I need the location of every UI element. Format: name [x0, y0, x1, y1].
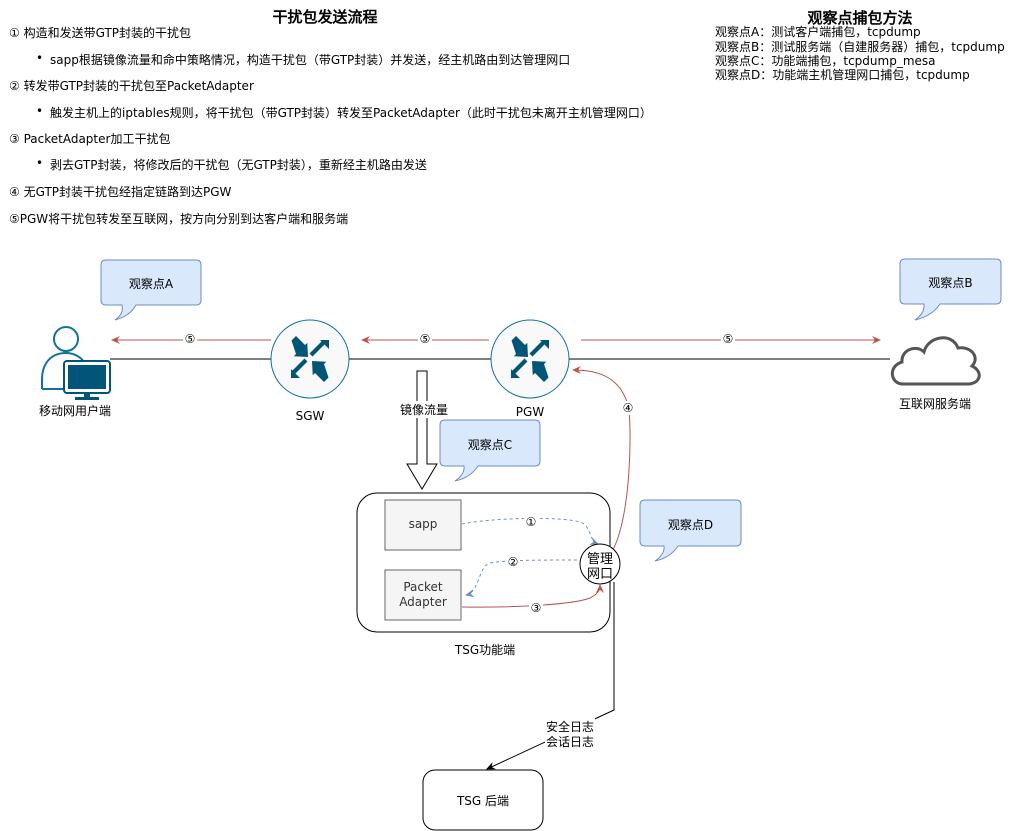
callout-a-shape — [100, 259, 202, 321]
packet-adapter-box — [384, 569, 462, 621]
sgw-label: SGW — [295, 409, 325, 423]
flow-step-2: ② 转发带GTP封装的干扰包至PacketAdapter — [9, 79, 254, 93]
flow5-label-mid: ⑤ — [418, 332, 432, 346]
user-label: 移动网用户端 — [38, 404, 111, 418]
flow-step-2-detail: 触发主机上的iptables规则，将干扰包（带GTP封装）转发至PacketAd… — [36, 104, 652, 121]
sapp-label: sapp — [408, 517, 438, 531]
backend-label: TSG 后端 — [456, 794, 510, 808]
capture-line-b: 观察点B：测试服务端（自建服务器）捕包，tcpdump — [715, 40, 1005, 54]
flow1-dashed — [461, 517, 599, 545]
sgw-router-icon — [270, 319, 350, 399]
mirror-label: 镜像流量 — [399, 401, 449, 418]
flow2-label: ② — [506, 555, 520, 569]
flow4-label: ④ — [621, 401, 635, 415]
flow2-dashed — [465, 559, 584, 598]
flow3-label: ③ — [529, 601, 543, 615]
tsg-label: TSG功能端 — [454, 643, 516, 657]
sapp-box — [384, 499, 462, 551]
flow-step-4: ④ 无GTP封装干扰包经指定链路到达PGW — [9, 185, 232, 199]
mgmt-port-label-1: 管理 — [586, 552, 613, 567]
callout-b-shape — [899, 258, 1002, 321]
user-terminal-icon — [41, 326, 111, 400]
flow-step-5: ⑤PGW将干扰包转发至互联网，按方向分别到达客户端和服务端 — [9, 212, 349, 226]
callout-a-label: 观察点A — [128, 277, 174, 291]
flow5-label-right: ⑤ — [721, 332, 735, 346]
flow-step-1: ① 构造和发送带GTP封装的干扰包 — [9, 26, 192, 40]
flow-title: 干扰包发送流程 — [272, 8, 378, 26]
mgmt-port-circle — [579, 543, 621, 585]
capture-line-d: 观察点D：功能端主机管理网口捕包，tcpdump — [715, 68, 970, 82]
callout-c-label: 观察点C — [467, 438, 513, 452]
callout-d-label: 观察点D — [667, 518, 714, 532]
callout-c-shape — [439, 419, 541, 482]
capture-line-a: 观察点A：测试客户端捕包，tcpdump — [715, 25, 921, 39]
flow1-label: ① — [524, 515, 538, 529]
internet-cloud-icon — [890, 336, 981, 386]
flow-step-1-detail: sapp根据镜像流量和命中策略情况，构造干扰包（带GTP封装）并发送，经主机路由… — [36, 51, 570, 68]
mgmt-port-label-2: 网口 — [586, 567, 613, 582]
callout-d-shape — [639, 499, 742, 562]
log-label-2: 会话日志 — [545, 733, 595, 750]
backend-box — [422, 769, 544, 831]
callout-b-label: 观察点B — [928, 276, 973, 290]
pgw-router-icon — [490, 319, 570, 399]
capture-title: 观察点捕包方法 — [807, 9, 913, 27]
packet-adapter-label-2: Adapter — [399, 595, 447, 609]
mirror-arrow — [406, 370, 438, 490]
pgw-label: PGW — [515, 405, 545, 419]
packet-adapter-label-1: Packet — [403, 580, 443, 594]
log-edge — [486, 582, 615, 770]
flow-step-3: ③ PacketAdapter加工干扰包 — [9, 132, 171, 146]
internet-label: 互联网服务端 — [898, 397, 971, 411]
flow5-label-left: ⑤ — [183, 332, 197, 346]
flow3-curve — [461, 584, 604, 608]
log-label-1: 安全日志 — [545, 718, 595, 735]
capture-line-c: 观察点C：功能端捕包，tcpdump_mesa — [715, 54, 936, 68]
flow-step-3-detail: 剥去GTP封装，将修改后的干扰包（无GTP封装），重新经主机路由发送 — [36, 156, 427, 173]
